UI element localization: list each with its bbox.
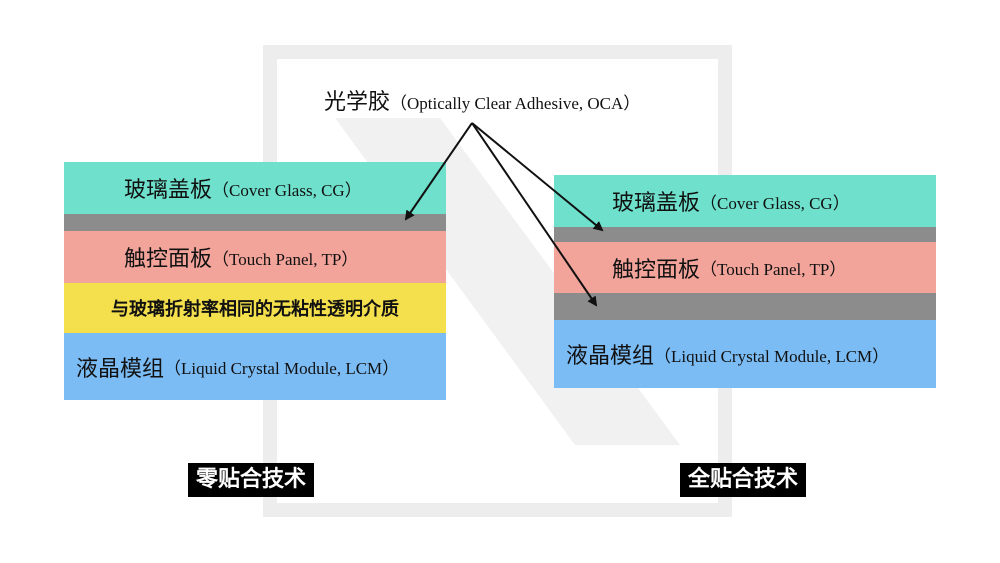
- oca-label-zh: 光学胶: [324, 90, 391, 115]
- right-cover-glass-en: （Cover Glass, CG）: [700, 193, 850, 213]
- left-touch-panel-en: （Touch Panel, TP）: [212, 249, 359, 269]
- left-medium-text: 与玻璃折射率相同的无粘性透明介质: [111, 299, 399, 320]
- left-cover-glass-zh: 玻璃盖板: [124, 178, 213, 203]
- oca-label: 光学胶（Optically Clear Adhesive, OCA）: [324, 84, 640, 116]
- right-lcm-zh: 液晶模组: [566, 344, 655, 369]
- left-cover-glass-en: （Cover Glass, CG）: [212, 180, 362, 200]
- left-medium-layer: 与玻璃折射率相同的无粘性透明介质: [64, 283, 446, 333]
- right-caption: 全贴合技术: [680, 463, 807, 497]
- left-caption: 零贴合技术: [188, 463, 315, 497]
- left-lcm-zh: 液晶模组: [76, 356, 165, 382]
- left-touch-panel-layer: 触控面板（Touch Panel, TP）: [64, 231, 446, 283]
- right-touch-panel-zh: 触控面板: [612, 257, 701, 283]
- left-gap-layer: [64, 214, 446, 231]
- left-lcm-layer: 液晶模组（Liquid Crystal Module, LCM）: [64, 333, 446, 400]
- right-lcm-layer: 液晶模组（Liquid Crystal Module, LCM）: [554, 320, 936, 388]
- right-oca-layer-bottom: [554, 293, 936, 320]
- right-touch-panel-layer: 触控面板（Touch Panel, TP）: [554, 242, 936, 293]
- right-oca-layer-top: [554, 227, 936, 242]
- right-cover-glass-layer: 玻璃盖板（Cover Glass, CG）: [554, 175, 936, 227]
- right-cover-glass-zh: 玻璃盖板: [612, 191, 701, 216]
- left-lcm-en: （Liquid Crystal Module, LCM）: [164, 359, 400, 378]
- right-lcm-en: （Liquid Crystal Module, LCM）: [654, 346, 890, 366]
- left-touch-panel-zh: 触控面板: [124, 247, 213, 272]
- left-cover-glass-layer: 玻璃盖板（Cover Glass, CG）: [64, 162, 446, 214]
- oca-label-en: （Optically Clear Adhesive, OCA）: [390, 94, 641, 113]
- right-touch-panel-en: （Touch Panel, TP）: [700, 260, 847, 279]
